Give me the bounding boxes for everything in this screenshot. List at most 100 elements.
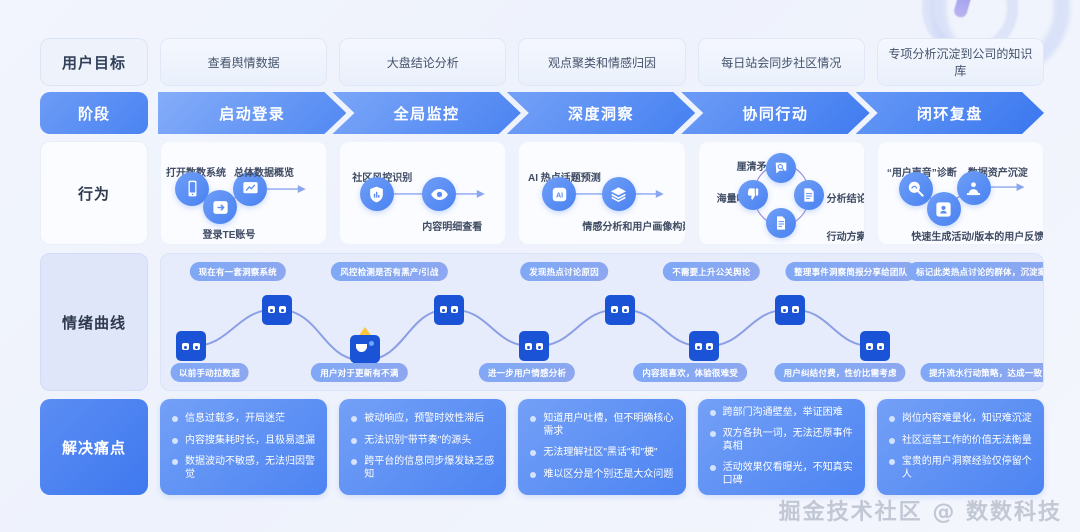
behavior-panel-action: 厘清矛盾 海量吐槽 分析结论 行动方案 <box>697 141 865 245</box>
emotion-top-pill: 整理事件洞察简报分享给团队 <box>785 262 917 281</box>
layers-icon[interactable] <box>601 177 636 212</box>
pain-item: 跨部门沟通壁垒，举证困难 <box>709 406 853 420</box>
pain-item: 信息过载多，开局迷茫 <box>172 413 315 426</box>
behavior-node-label: 内容明细查看 <box>422 222 483 233</box>
goal-card[interactable]: 查看舆情数据 <box>160 38 328 86</box>
row-label-stage: 阶段 <box>40 92 148 134</box>
pain-item: 双方各执一词，无法还原事件真相 <box>709 428 853 453</box>
emotion-face <box>860 331 891 362</box>
pain-item: 无法识别"带节奏"的源头 <box>351 435 494 448</box>
behavior-node-label: 情感分析和用户画像构建 <box>582 222 686 233</box>
behavior-panel-review: “用户声音”诊断 数据资产沉淀 快速生成活动/版本的用户反馈画像 <box>876 141 1045 245</box>
pain-card: 被动响应，预警时效性滞后 无法识别"带节奏"的源头 跨平台的信息同步爆发缺乏感知 <box>339 399 507 495</box>
pain-text: 跨平台的信息同步爆发缺乏感知 <box>364 456 495 480</box>
behavior-node-label: 总体数据概览 <box>234 168 294 179</box>
goal-card[interactable]: 观点聚类和情感归因 <box>518 38 686 86</box>
emotion-bottom-pill: 内容挺喜欢，体验很难受 <box>633 363 748 382</box>
decorative-bar <box>952 0 979 19</box>
eye-icon[interactable] <box>422 177 457 212</box>
pain-item: 内容搜集耗时长，且极易遗漏 <box>172 435 315 448</box>
pain-item: 无法理解社区"黑话"和"梗" <box>530 447 673 460</box>
behavior-node-label: 海量吐槽 <box>716 194 757 205</box>
pain-item: 被动响应，预警时效性滞后 <box>351 413 494 426</box>
pain-text: 活动效果仅看曝光，不知真实口碑 <box>722 462 853 486</box>
pain-text: 宝贵的用户洞察经验仅停留个人 <box>901 456 1032 480</box>
monitor-chart-icon[interactable] <box>233 171 268 206</box>
emotion-bottom-pill: 用户纠结付费，性价比需考虑 <box>774 363 906 382</box>
emotion-bottom-pill: 提升流水行动策略，达成一致 <box>920 363 1043 382</box>
behavior-row: 行为 打开数数系统 登录TE账号 总体数据概览 <box>40 141 1045 245</box>
stage-item-action[interactable]: 协同行动 <box>681 92 869 134</box>
stage-item-insight[interactable]: 深度洞察 <box>507 92 695 134</box>
pain-item: 跨平台的信息同步爆发缺乏感知 <box>351 456 494 481</box>
emotion-panel: 现在有一套洞察系统 风控检测是否有黑产/引战 发现热点讨论原因 不需要上升公关舆… <box>160 253 1044 391</box>
bullet-icon <box>709 409 716 416</box>
emotion-bottom-pill: 进一步用户情感分析 <box>478 363 576 382</box>
behavior-node-label: 行动方案 <box>826 232 865 243</box>
archive-user-icon[interactable] <box>956 170 991 205</box>
bullet-icon <box>530 471 537 478</box>
pain-text: 难以区分是个别还是大众问题 <box>543 468 674 480</box>
pain-card: 岗位内容难量化，知识难沉淀 社区运营工作的价值无法衡量 宝贵的用户洞察经验仅停留… <box>876 399 1045 495</box>
login-icon[interactable] <box>203 190 238 225</box>
pain-points-row: 解决痛点 信息过载多，开局迷茫 内容搜集耗时长，且极易遗漏 数据波动不敏感，无法… <box>40 399 1045 495</box>
pain-card: 跨部门沟通壁垒，举证困难 双方各执一词，无法还原事件真相 活动效果仅看曝光，不知… <box>697 399 865 495</box>
bullet-icon <box>888 416 895 422</box>
stage-item-review[interactable]: 闭环复盘 <box>856 92 1044 134</box>
pain-item: 知道用户吐槽，但不明确核心需求 <box>530 413 673 438</box>
goal-card[interactable]: 专项分析沉淀到公司的知识库 <box>876 38 1045 86</box>
user-goals-row: 用户目标 查看舆情数据 大盘结论分析 观点聚类和情感归因 每日站会同步社区情况 … <box>40 38 1045 86</box>
behavior-node-label: 分析结论 <box>826 194 865 205</box>
document-icon[interactable] <box>766 207 797 238</box>
pain-item: 难以区分是个别还是大众问题 <box>530 469 673 482</box>
goal-card[interactable]: 每日站会同步社区情况 <box>697 38 865 86</box>
pain-text: 跨部门沟通壁垒，举证困难 <box>722 406 843 418</box>
emotion-top-pill: 风控检测是否有黑产/引战 <box>331 262 448 281</box>
bullet-icon <box>709 465 716 472</box>
pain-text: 岗位内容难量化，知识难沉淀 <box>901 413 1032 424</box>
goal-card[interactable]: 大盘结论分析 <box>339 38 507 86</box>
pain-text: 无法理解社区"黑话"和"梗" <box>543 447 658 458</box>
emotion-top-pill: 标记此类热点讨论的群体，沉淀案例 <box>907 262 1043 281</box>
behavior-panel-monitor: 社区风控识别 内容明细查看 <box>339 141 507 245</box>
emotion-top-pill: 发现热点讨论原因 <box>520 262 608 281</box>
pain-card: 知道用户吐槽，但不明确核心需求 无法理解社区"黑话"和"梗" 难以区分是个别还是… <box>518 399 686 495</box>
bullet-icon <box>888 437 895 444</box>
pain-text: 信息过载多，开局迷茫 <box>185 413 285 424</box>
stage-row: 阶段 启动登录 全局监控 深度洞察 协同行动 闭环复盘 <box>40 92 1044 134</box>
shield-chart-icon[interactable] <box>359 177 394 212</box>
row-label-pain-points: 解决痛点 <box>40 399 148 495</box>
emotion-bottom-pill: 以前手动拉数据 <box>170 363 249 382</box>
report-icon[interactable] <box>794 180 825 211</box>
pain-text: 内容搜集耗时长，且极易遗漏 <box>185 434 315 446</box>
pain-item: 岗位内容难量化，知识难沉淀 <box>888 413 1032 426</box>
behavior-node-label: 数据资产沉淀 <box>967 168 1028 179</box>
stage-item-monitor[interactable]: 全局监控 <box>332 92 520 134</box>
behavior-node-label: 登录TE账号 <box>202 230 256 241</box>
pain-card: 信息过载多，开局迷茫 内容搜集耗时长，且极易遗漏 数据波动不敏感，无法归因警觉 <box>160 399 328 495</box>
pain-text: 数据波动不敏感，无法归因警觉 <box>185 456 315 480</box>
svg-text:AI: AI <box>555 191 562 199</box>
behavior-node-label: 快速生成活动/版本的用户反馈画像 <box>911 232 1045 243</box>
pain-text: 知道用户吐槽，但不明确核心需求 <box>543 413 674 437</box>
user-frame-icon[interactable] <box>926 192 961 227</box>
pain-item: 数据波动不敏感，无法归因警觉 <box>172 456 315 481</box>
ai-icon[interactable]: AI <box>542 177 577 212</box>
chat-search-icon[interactable] <box>766 152 797 183</box>
pain-item: 社区运营工作的价值无法衡量 <box>888 434 1032 448</box>
behavior-panel-insight: AI 热点话题预测 AI 情感分析和用户画像构建 <box>518 141 686 245</box>
emotion-face <box>689 331 720 362</box>
behavior-panel-startup: 打开数数系统 登录TE账号 总体数据概览 <box>160 141 328 245</box>
thumbs-down-icon[interactable] <box>738 180 769 211</box>
pain-text: 社区运营工作的价值无法衡量 <box>901 434 1032 446</box>
search-insight-icon[interactable] <box>898 171 933 206</box>
emotion-face <box>175 331 206 362</box>
watermark: 掘金技术社区 @ 数数科技 <box>778 500 1062 525</box>
emotion-face <box>774 294 805 325</box>
bullet-icon <box>351 416 358 422</box>
emotion-face <box>604 294 635 325</box>
stage-item-startup[interactable]: 启动登录 <box>158 92 346 134</box>
pain-item: 活动效果仅看曝光，不知真实口碑 <box>709 462 853 487</box>
pain-text: 双方各执一词，无法还原事件真相 <box>722 428 853 452</box>
